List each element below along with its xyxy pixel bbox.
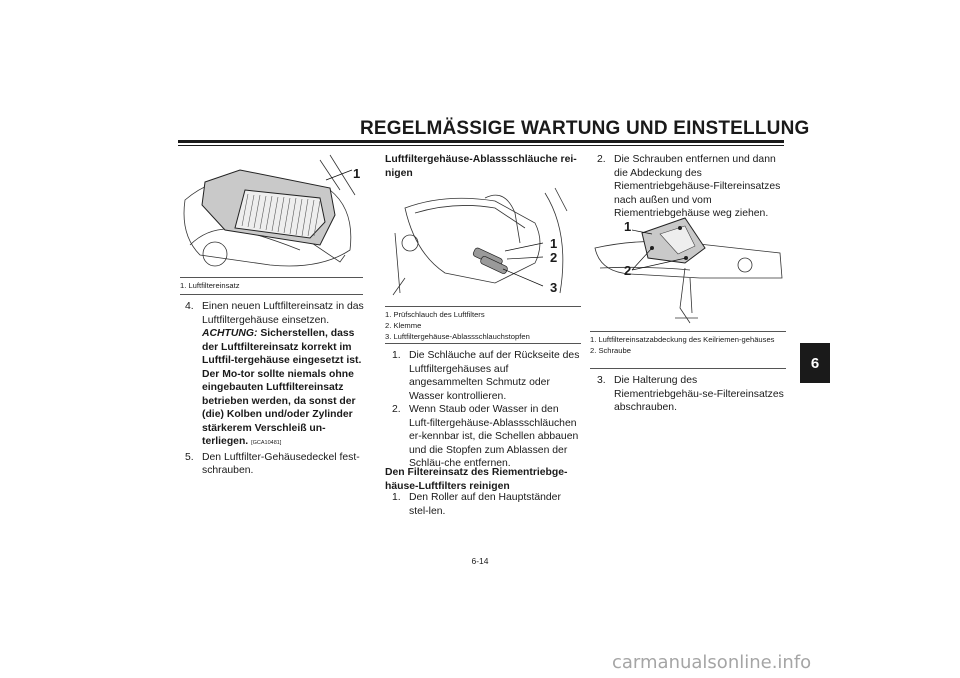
step-number: 5. xyxy=(185,451,194,463)
step-number: 3. xyxy=(597,375,606,386)
caption-rule xyxy=(590,331,786,332)
step-2: 2. Wenn Staub oder Wasser in den Luft-fi… xyxy=(392,403,582,471)
step-3: 3. Die Halterung des Riementriebgehäu-se… xyxy=(597,374,787,415)
caution-text: Sicherstellen, dass der Luftfiltereinsat… xyxy=(202,328,362,447)
step-text: Die Schläuche auf der Rückseite des Luft… xyxy=(409,350,580,402)
callout-1: 1 xyxy=(550,236,558,251)
callout-2: 2 xyxy=(624,263,632,278)
step-number: 2. xyxy=(597,154,606,165)
caption-item: 3. Luftfiltergehäuse-Ablassschlauchstopf… xyxy=(385,332,530,341)
callout-3: 3 xyxy=(550,280,558,295)
caution-code: [GCA10481] xyxy=(251,440,282,446)
caption-rule-bottom xyxy=(590,368,786,369)
middle-steps: 1. Die Schläuche auf der Rückseite des L… xyxy=(392,349,582,471)
page-header-title: REGELMÄSSIGE WARTUNG UND EINSTELLUNG xyxy=(360,118,810,139)
callout-1: 1 xyxy=(353,166,361,181)
middle-steps-2: 1. Den Roller auf den Hauptständer stel-… xyxy=(392,491,582,518)
callout-1: 1 xyxy=(624,219,632,234)
step-text: Den Luftfilter-Gehäusedeckel fest-schrau… xyxy=(202,451,360,477)
step-number: 2. xyxy=(392,404,401,415)
caution-label: ACHTUNG: xyxy=(202,328,258,339)
figure-belt-cover xyxy=(590,208,786,330)
step-5: 5. Den Luftfilter-Gehäusedeckel fest-sch… xyxy=(185,451,365,478)
step-1: 1. Die Schläuche auf der Rückseite des L… xyxy=(392,349,582,403)
figure-caption: 1. Luftfiltereinsatzabdeckung des Keilri… xyxy=(590,334,786,356)
step-text: Wenn Staub oder Wasser in den Luft-filte… xyxy=(409,404,579,469)
caption-rule xyxy=(180,277,363,278)
caption-item: 1. Luftfiltereinsatz xyxy=(180,281,240,290)
step-text: Den Roller auf den Hauptständer stel-len… xyxy=(409,492,561,517)
step-1: 1. Den Roller auf den Hauptständer stel-… xyxy=(392,491,582,518)
step-number: 4. xyxy=(185,301,194,312)
header-rule-thin xyxy=(178,145,784,146)
air-filter-illustration xyxy=(183,154,356,267)
watermark: carmanualsonline.info xyxy=(612,652,812,673)
right-step-3: 3. Die Halterung des Riementriebgehäu-se… xyxy=(597,374,787,415)
belt-cover-illustration xyxy=(594,217,783,324)
caption-item: 1. Prüfschlauch des Luftfilters xyxy=(385,310,485,319)
page-number: 6-14 xyxy=(471,556,489,566)
figure-drain-hoses xyxy=(385,183,581,305)
step-number: 1. xyxy=(392,492,401,503)
step-text: Die Schrauben entfernen und dann die Abd… xyxy=(614,154,781,219)
right-step-2: 2. Die Schrauben entfernen und dann die … xyxy=(597,153,787,221)
caption-item: 2. Schraube xyxy=(590,346,631,355)
caption-item: 2. Klemme xyxy=(385,321,422,330)
step-2: 2. Die Schrauben entfernen und dann die … xyxy=(597,153,787,221)
caption-rule-bottom xyxy=(180,294,363,295)
figure-caption: 1. Luftfiltereinsatz xyxy=(180,280,363,291)
step-text: Die Halterung des Riementriebgehäu-se-Fi… xyxy=(614,375,784,413)
step-number: 1. xyxy=(392,350,401,361)
chapter-tab: 6 xyxy=(800,343,830,383)
step-text: Einen neuen Luftfiltereinsatz in das Luf… xyxy=(202,301,364,326)
figure-caption: 1. Prüfschlauch des Luftfilters 2. Klemm… xyxy=(385,309,581,342)
left-steps: 4. Einen neuen Luftfiltereinsatz in das … xyxy=(185,300,365,478)
caption-rule-bottom xyxy=(385,343,581,344)
drain-hose-illustration xyxy=(392,187,568,296)
header-rule xyxy=(178,140,784,143)
step-4: 4. Einen neuen Luftfiltereinsatz in das … xyxy=(185,300,365,451)
callout-2: 2 xyxy=(550,250,558,265)
caption-item: 1. Luftfiltereinsatzabdeckung des Keilri… xyxy=(590,335,775,344)
section-heading-drain-hoses: Luftfiltergehäuse-Ablassschläuche rei-ni… xyxy=(385,154,577,179)
section-heading-belt-filter: Den Filtereinsatz des Riementriebge-häus… xyxy=(385,467,568,492)
caption-rule xyxy=(385,306,581,307)
figure-air-filter-element xyxy=(180,150,363,275)
